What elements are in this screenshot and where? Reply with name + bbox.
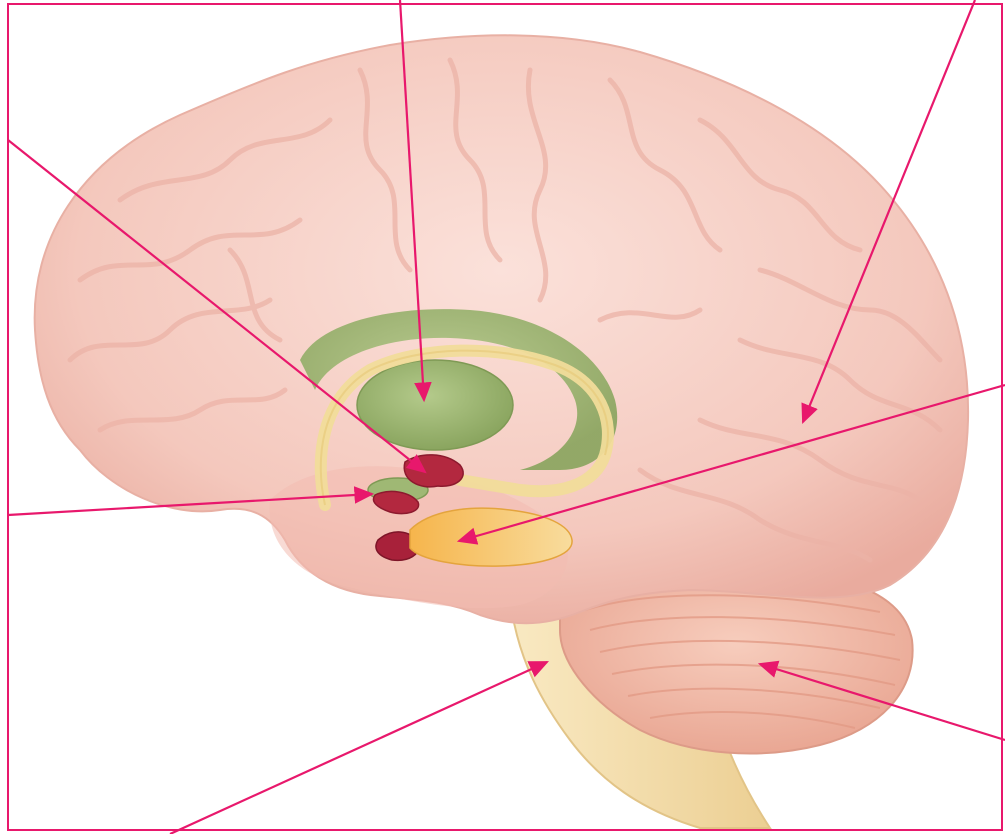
pointer-to-brainstem xyxy=(170,662,547,834)
